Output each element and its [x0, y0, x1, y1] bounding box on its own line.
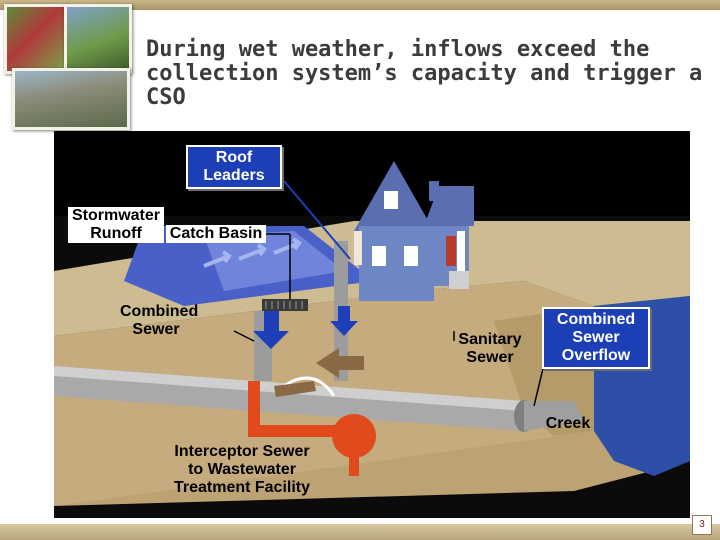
- catch-basin-label: Catch Basin: [166, 225, 266, 243]
- city-aerial-photo: [12, 68, 130, 130]
- stormwater-runoff-label: Stormwater Runoff: [68, 207, 164, 243]
- combined-sewer-overflow-label: Combined Sewer Overflow: [542, 307, 650, 369]
- photo-collage: [4, 4, 136, 128]
- house-illustration: [354, 161, 474, 301]
- garden-photo: [4, 4, 68, 74]
- bottom-decorative-bar: [0, 524, 720, 540]
- page-number: 3: [692, 515, 712, 535]
- interceptor-sewer-label: Interceptor Sewer to Wastewater Treatmen…: [172, 443, 312, 497]
- sanitary-sewer-label: Sanitary Sewer: [452, 331, 528, 367]
- creek-label: Creek: [540, 415, 596, 433]
- roof-leaders-label: Roof Leaders: [186, 145, 282, 189]
- rain-garden-photo: [64, 4, 132, 74]
- slide-title: During wet weather, inflows exceed the c…: [146, 38, 706, 110]
- combined-sewer-label: Combined Sewer: [120, 303, 192, 339]
- cso-diagram: Roof Leaders Stormwater Runoff Catch Bas…: [54, 131, 690, 518]
